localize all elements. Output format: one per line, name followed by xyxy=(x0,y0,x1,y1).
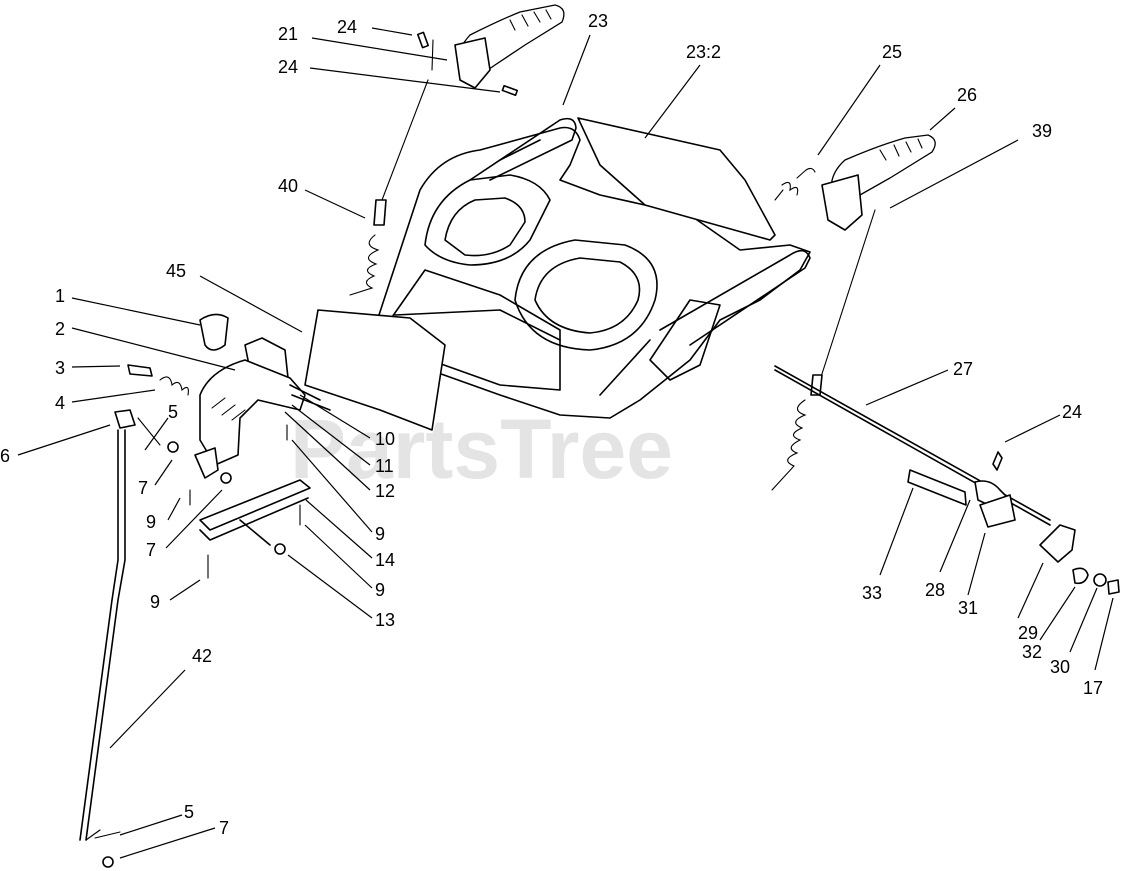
callout-1: 1 xyxy=(55,286,65,306)
callout-25: 25 xyxy=(882,42,902,62)
callout-24b: 24 xyxy=(278,57,298,77)
callout-24a: 24 xyxy=(337,17,357,37)
callout-13: 13 xyxy=(375,610,395,630)
callout-5b: 5 xyxy=(184,802,194,822)
left-handle-assembly xyxy=(349,4,565,296)
callout-11: 11 xyxy=(375,456,394,476)
callout-27: 27 xyxy=(953,359,973,379)
callout-9a: 9 xyxy=(146,512,156,532)
callout-42: 42 xyxy=(192,646,212,666)
callout-17: 17 xyxy=(1083,678,1103,698)
panel-decal xyxy=(304,309,446,431)
callout-32: 32 xyxy=(1022,642,1042,662)
shaft-assembly xyxy=(774,365,1120,595)
callout-39: 39 xyxy=(1032,121,1052,141)
callout-2: 2 xyxy=(55,319,65,339)
callout-28: 28 xyxy=(925,580,945,600)
right-handle-assembly xyxy=(771,134,936,491)
watermark-text: PartsTree xyxy=(290,402,673,496)
chute-control-bracket xyxy=(127,313,331,579)
chute-rod xyxy=(79,409,161,868)
callout-24c: 24 xyxy=(1062,402,1082,422)
callout-5a: 5 xyxy=(168,402,178,422)
callout-23: 23 xyxy=(588,11,608,31)
callout-33: 33 xyxy=(862,583,882,603)
callout-3: 3 xyxy=(55,358,65,378)
callout-21: 21 xyxy=(278,24,298,44)
callout-4: 4 xyxy=(55,393,65,413)
callout-45: 45 xyxy=(166,261,186,281)
callout-14: 14 xyxy=(375,550,395,570)
callout-9d: 9 xyxy=(150,592,160,612)
callout-7a: 7 xyxy=(138,478,148,498)
callout-26: 26 xyxy=(957,85,977,105)
callout-10: 10 xyxy=(375,429,395,449)
console-housing xyxy=(377,117,811,419)
callout-7b: 7 xyxy=(146,540,156,560)
callout-labels: 21 24 24 23 23:2 25 26 39 40 45 1 2 3 4 … xyxy=(0,11,1103,838)
callout-30: 30 xyxy=(1050,657,1070,677)
callout-23-2: 23:2 xyxy=(686,42,721,62)
callout-9c: 9 xyxy=(375,580,385,600)
callout-6: 6 xyxy=(0,446,10,466)
callout-9b: 9 xyxy=(375,524,385,544)
console-panel xyxy=(577,117,776,241)
callout-12: 12 xyxy=(375,481,395,501)
callout-29: 29 xyxy=(1018,623,1038,643)
callout-7c: 7 xyxy=(219,818,229,838)
callout-31: 31 xyxy=(958,598,978,618)
leader-lines xyxy=(17,27,1114,859)
callout-40: 40 xyxy=(278,176,298,196)
